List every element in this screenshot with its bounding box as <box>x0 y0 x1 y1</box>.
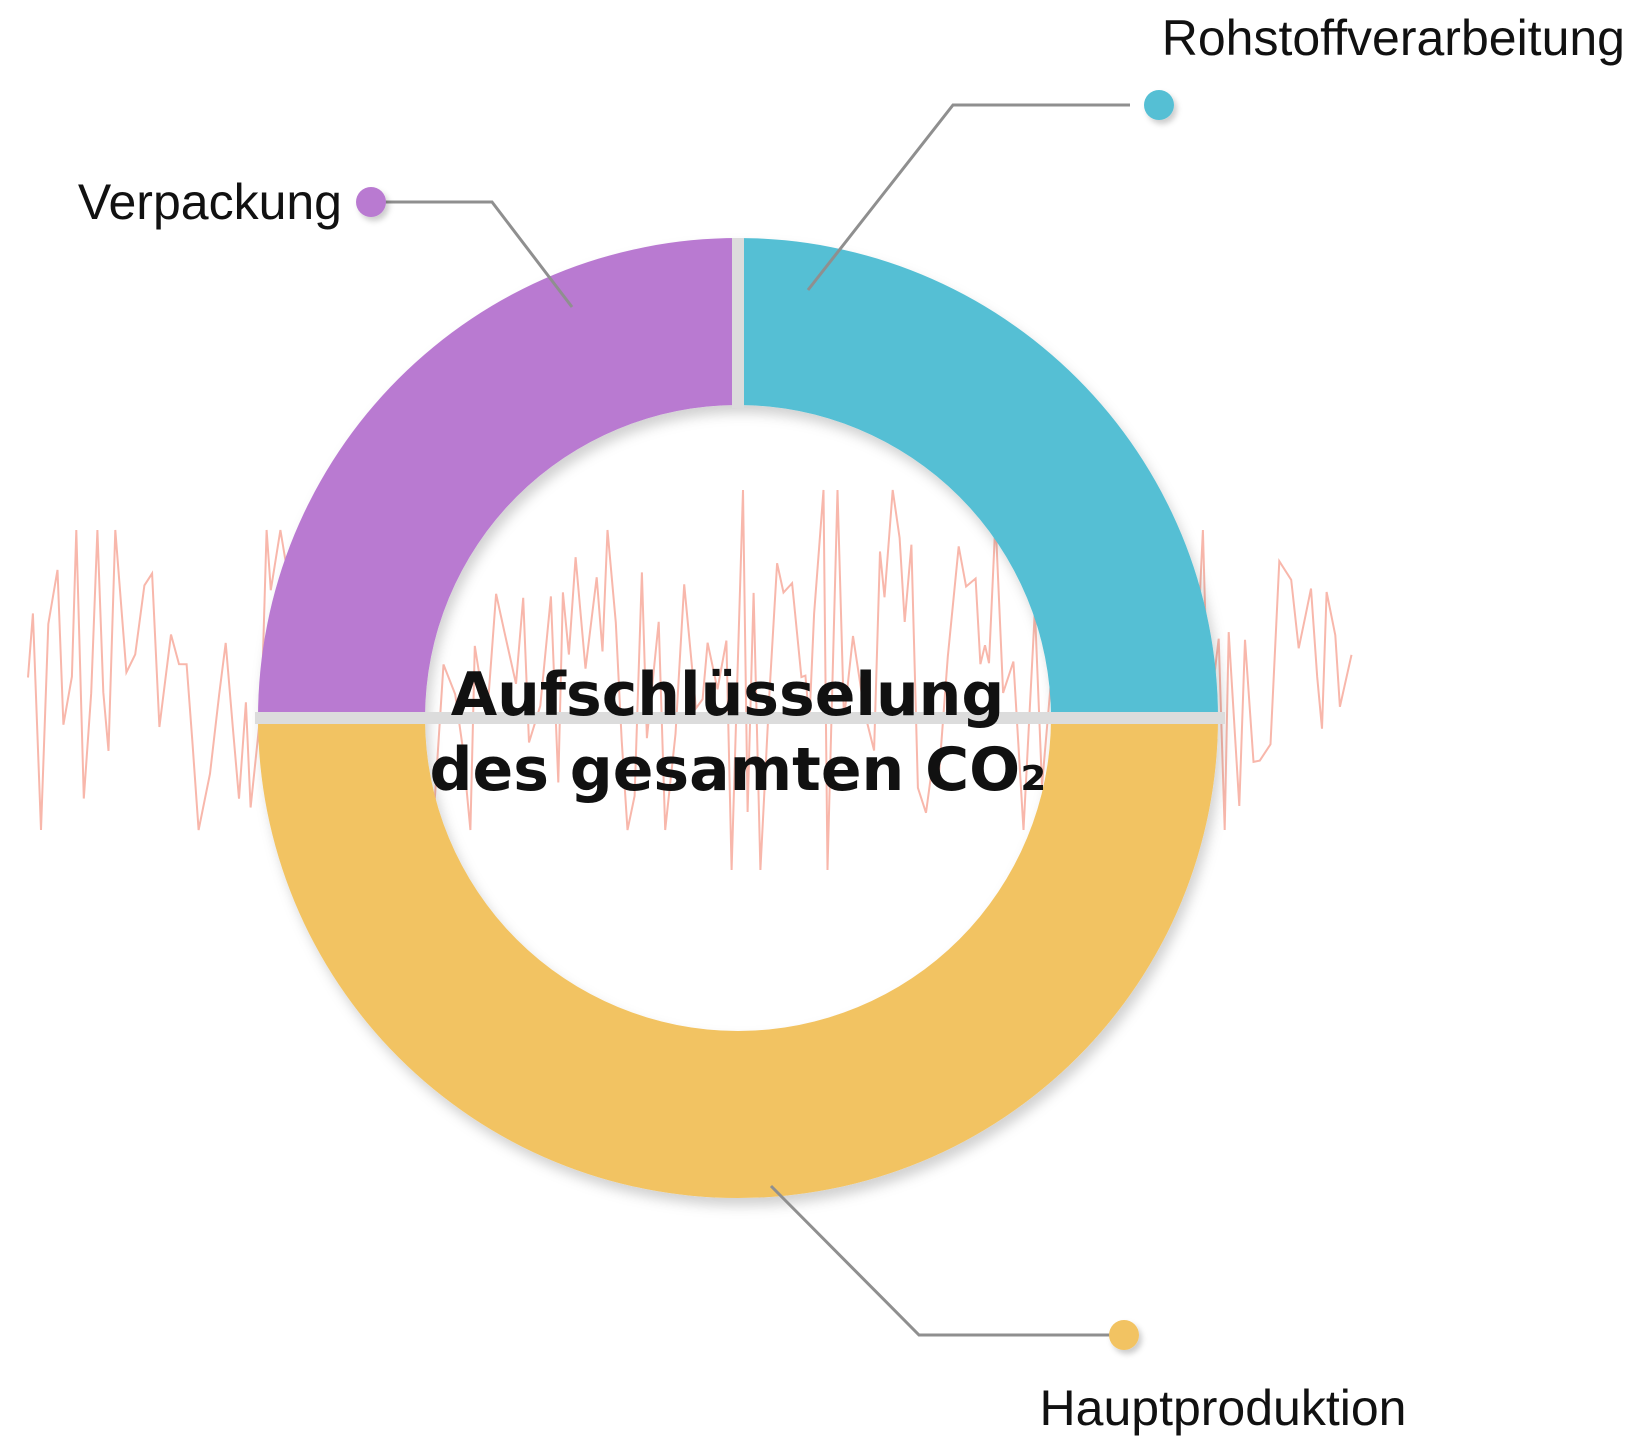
slice-rohstoffverarbeitung[interactable] <box>738 238 1218 718</box>
marker-dot-verpackung <box>356 187 386 217</box>
marker-dot-rohstoffverarbeitung <box>1144 90 1174 120</box>
center-title-line-1: Aufschlüsselung <box>451 660 1005 730</box>
label-hauptproduktion: Hauptproduktion <box>1040 1380 1407 1436</box>
slice-hauptproduktion[interactable] <box>258 718 1218 1198</box>
donut-slices <box>258 238 1218 1198</box>
label-verpackung: Verpackung <box>78 174 342 230</box>
label-rohstoffverarbeitung: Rohstoffverarbeitung <box>1162 10 1625 66</box>
leader-hauptproduktion <box>769 1184 1110 1337</box>
leader-rohstoffverarbeitung <box>806 103 1130 291</box>
slice-verpackung[interactable] <box>258 238 738 718</box>
leader-verpackung <box>385 200 574 308</box>
center-title-line-2: des gesamten CO₂ <box>430 735 1047 805</box>
center-title: Aufschlüsselung des gesamten CO₂ <box>430 660 1047 805</box>
marker-dot-hauptproduktion <box>1109 1320 1139 1350</box>
